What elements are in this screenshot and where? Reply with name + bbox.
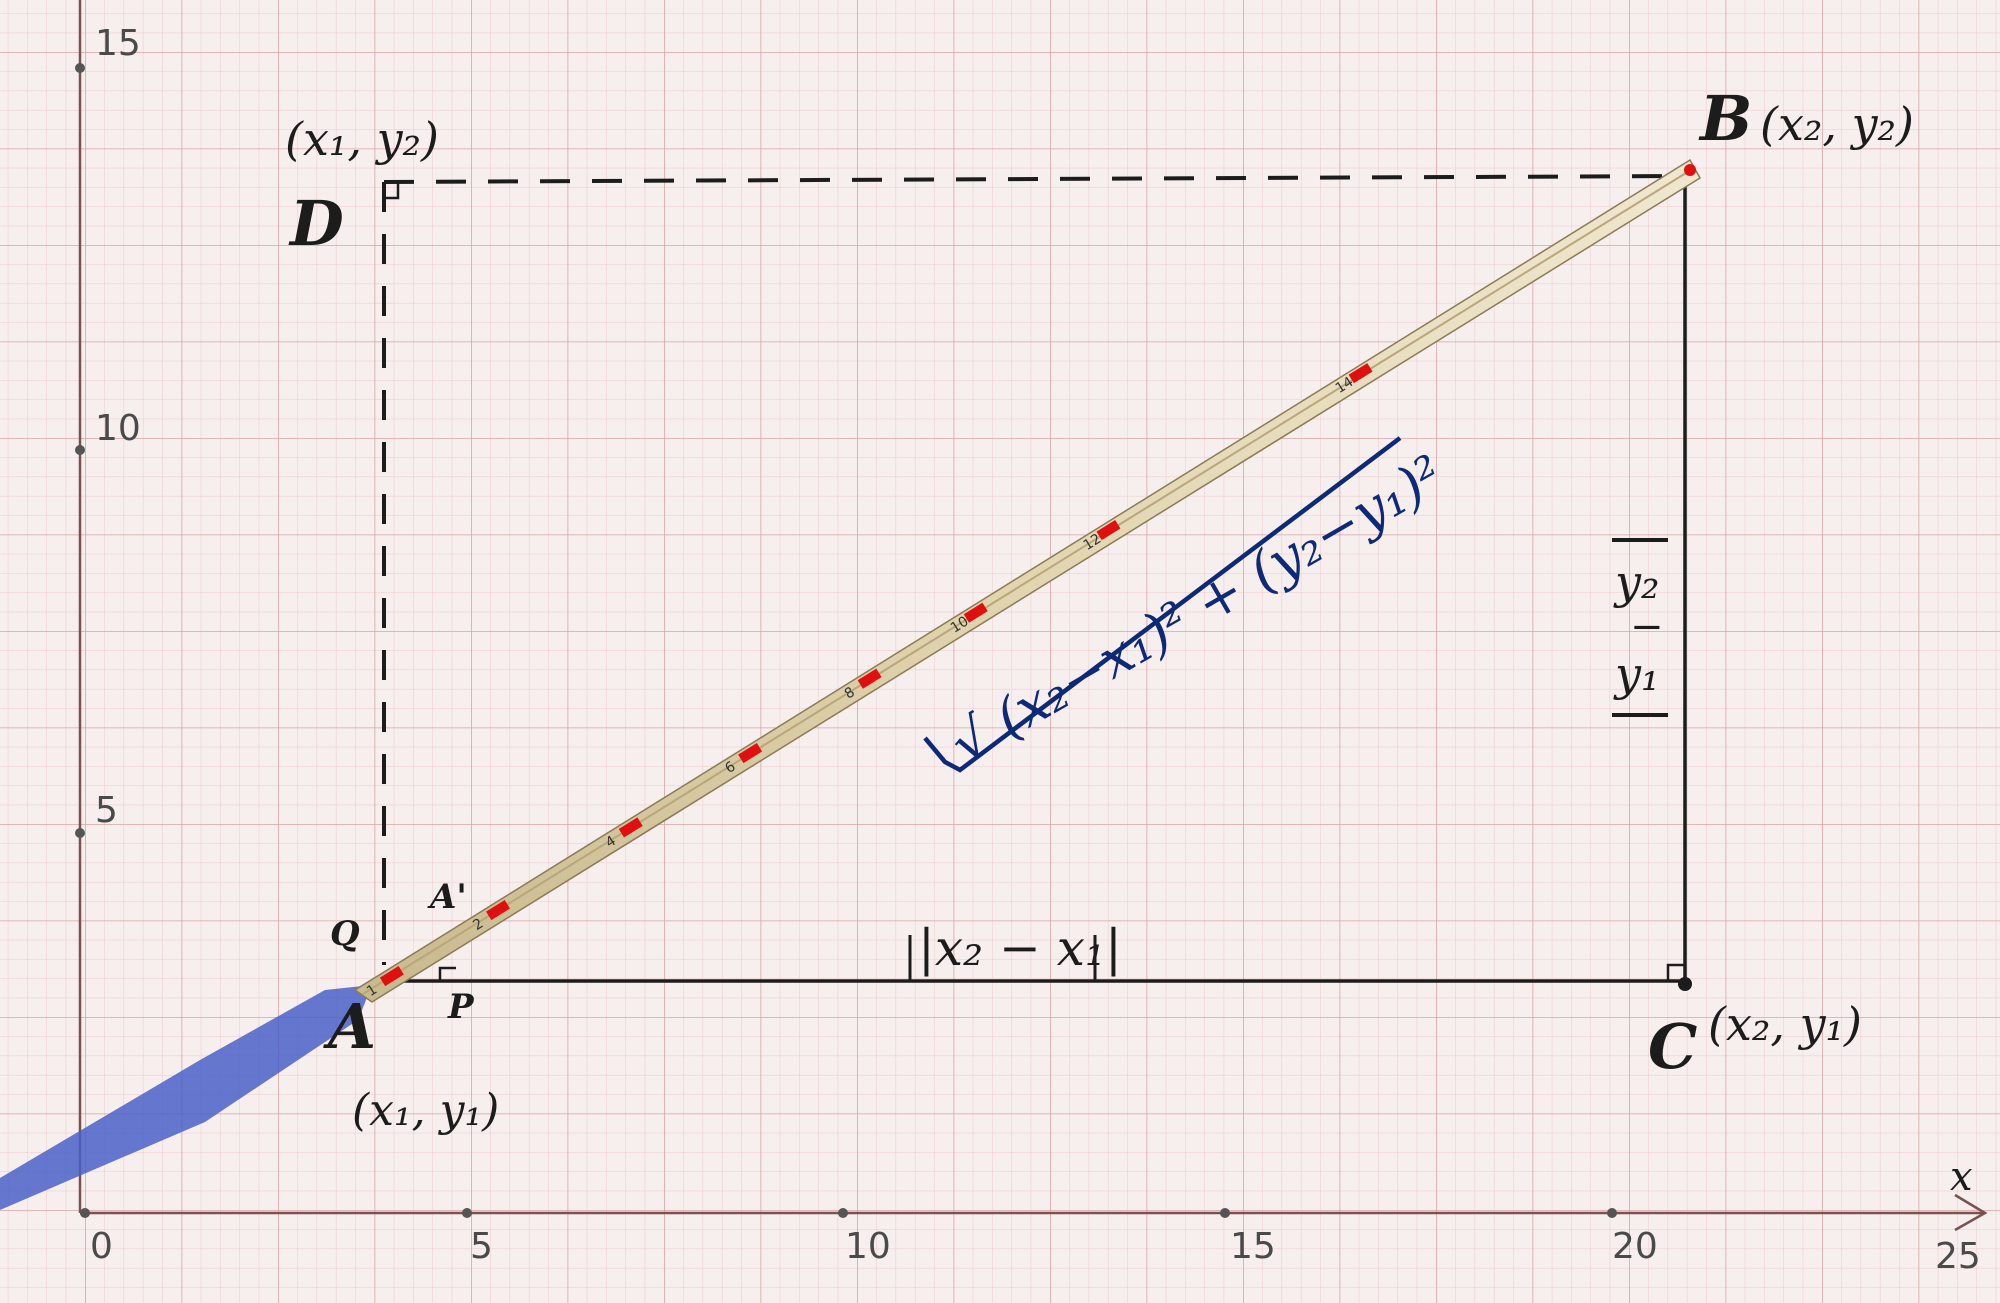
right-angle-c [1666, 963, 1685, 981]
ruler-mark [738, 743, 763, 764]
point-b-coordinates: (x₂, y₂) [1760, 97, 1914, 151]
x-tick-dot-0 [80, 1208, 90, 1218]
right-angle-p [438, 966, 456, 981]
x-axis-name: x [1950, 1154, 1973, 1200]
y-tick-dot-5 [75, 828, 85, 838]
axes: x 0 5 10 15 20 25 5 10 15 [75, 0, 1988, 1277]
distance-labels: |x₂ − x₁| y₂ − y₁ [918, 538, 1668, 977]
right-angle-d [384, 182, 400, 200]
y-tick-label-5: 5 [95, 790, 118, 831]
x-tick-label-5: 5 [470, 1226, 493, 1267]
y-tick-label-15: 15 [95, 23, 141, 64]
ruler-mark [1348, 363, 1373, 384]
point-a-prime-letter: A' [427, 877, 467, 917]
vertical-label-minus: − [1630, 604, 1664, 650]
x-tick-label-20: 20 [1612, 1226, 1658, 1267]
x-tick-dot-20 [1607, 1208, 1617, 1218]
ruler-mark [963, 602, 988, 623]
dashed-segment-db [383, 174, 1681, 184]
construction [372, 172, 1692, 991]
ruler-edge [362, 167, 1695, 995]
x-tick-dot-5 [462, 1208, 472, 1218]
ruler-mark [618, 817, 643, 838]
x-tick-dot-15 [1220, 1208, 1230, 1218]
point-q-letter: Q [330, 914, 360, 954]
x-tick-label-25: 25 [1935, 1236, 1981, 1277]
ruler-mark [1096, 520, 1121, 541]
point-c-letter: C [1648, 1010, 1697, 1083]
vertical-label-y1: y₁ [1613, 647, 1659, 701]
vertical-label-y2: y₂ [1613, 555, 1659, 609]
horizontal-distance-label: |x₂ − x₁| [918, 919, 1122, 977]
ruler-mark [857, 668, 882, 689]
ruler-mark [486, 899, 511, 921]
point-c-coordinates: (x₂, y₁) [1708, 997, 1862, 1051]
x-tick-label-15: 15 [1230, 1226, 1276, 1267]
x-tick-label-0: 0 [90, 1226, 113, 1267]
x-axis-arrow [1954, 1193, 1988, 1232]
point-labels: A (x₁, y₁) B (x₂, y₂) C (x₂, y₁) D (x₁, … [285, 82, 1914, 1136]
point-a-letter: A [323, 990, 376, 1063]
x-tick-label-10: 10 [845, 1226, 891, 1267]
ruler-end-mark [1684, 164, 1696, 176]
point-p-letter: P [447, 987, 475, 1027]
ruler-shadow [0, 985, 372, 1210]
ruler-mark-label: 10 [948, 613, 972, 636]
y-tick-dot-15 [75, 63, 85, 73]
formula-root-sign [923, 436, 1402, 773]
y-tick-label-10: 10 [95, 408, 141, 449]
ruler-mark-label: 12 [1081, 531, 1105, 554]
point-c-dot [1678, 977, 1692, 991]
x-tick-dot-10 [838, 1208, 848, 1218]
point-b-letter: B [1698, 82, 1752, 155]
point-a-coordinates: (x₁, y₁) [352, 1085, 499, 1136]
y-tick-dot-10 [75, 445, 85, 455]
point-d-coordinates: (x₁, y₂) [285, 112, 439, 166]
ruler-mark [379, 966, 404, 987]
point-d-letter: D [288, 187, 344, 260]
